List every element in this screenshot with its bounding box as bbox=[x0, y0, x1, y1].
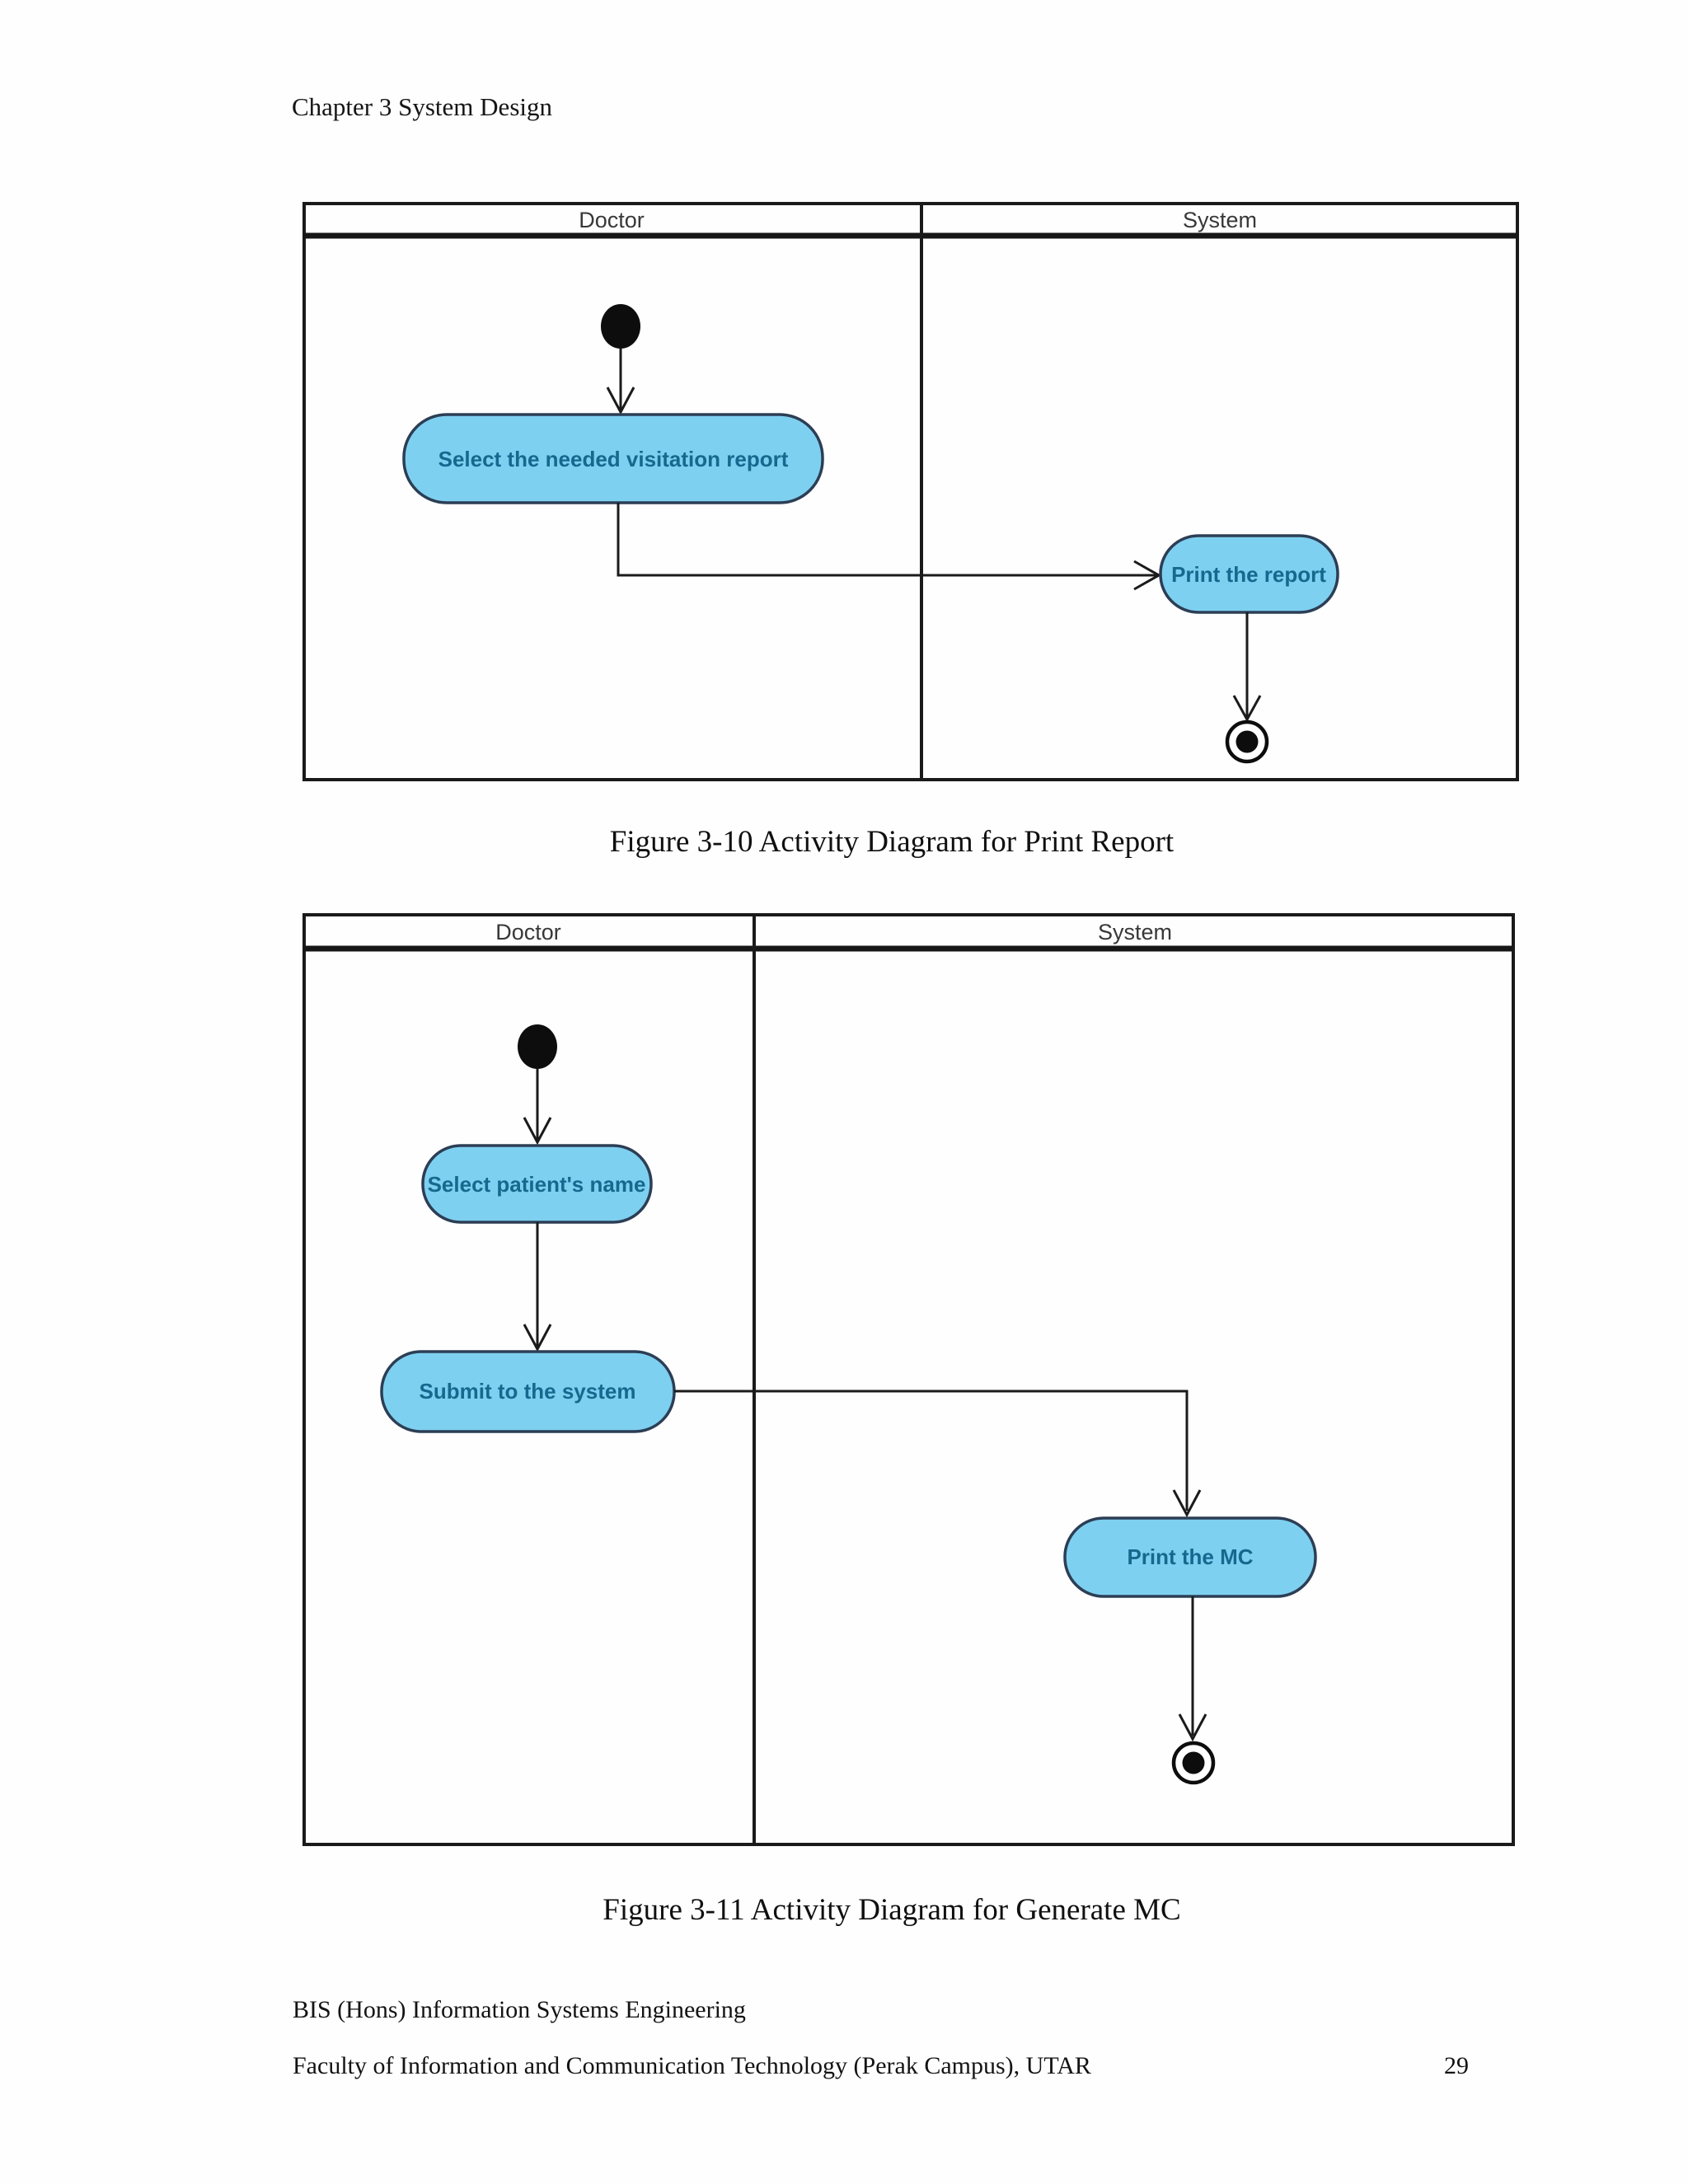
arrowhead-down-icon bbox=[523, 1324, 552, 1352]
chapter-header: Chapter 3 System Design bbox=[292, 92, 552, 121]
figure-3-10-caption: Figure 3-10 Activity Diagram for Print R… bbox=[609, 825, 1175, 859]
initial-node bbox=[518, 1024, 557, 1069]
activity-select-report bbox=[402, 413, 824, 504]
lane-title-system: System bbox=[1098, 920, 1172, 944]
flow-select-to-print bbox=[617, 503, 1157, 577]
final-node-core bbox=[1182, 1751, 1205, 1774]
activity-select-patient-label: Select patient's name bbox=[428, 1172, 646, 1197]
flow-submit-to-printmc bbox=[674, 1390, 1189, 1511]
activity-select-report-label: Select the needed visitation report bbox=[438, 447, 789, 471]
activity-diagram-print-report: Doctor System Select the needed visitati… bbox=[302, 202, 1519, 781]
figure-3-11-caption: Figure 3-11 Activity Diagram for Generat… bbox=[603, 1893, 1181, 1927]
footer-faculty: Faculty of Information and Communication… bbox=[293, 2052, 1091, 2079]
footer-programme: BIS (Hons) Information Systems Engineeri… bbox=[293, 1996, 746, 2023]
activity-submit-system-label: Submit to the system bbox=[420, 1379, 636, 1404]
page-number: 29 bbox=[1444, 2052, 1469, 2079]
activity-print-report bbox=[1159, 534, 1339, 614]
final-node-core bbox=[1236, 730, 1259, 753]
arrowhead-down-icon bbox=[1172, 1489, 1202, 1518]
lane-title-system: System bbox=[1183, 208, 1257, 232]
activity-print-report-label: Print the report bbox=[1171, 562, 1326, 587]
lane-title-doctor: Doctor bbox=[579, 208, 645, 232]
arrowhead-down-icon bbox=[606, 387, 635, 415]
activity-print-mc bbox=[1063, 1516, 1317, 1598]
arrowhead-down-icon bbox=[1178, 1713, 1207, 1742]
arrowhead-down-icon bbox=[523, 1117, 552, 1146]
activity-diagram-generate-mc: Doctor System Select patient's name Subm… bbox=[302, 913, 1515, 1846]
lane-title-doctor: Doctor bbox=[495, 920, 561, 944]
initial-node bbox=[601, 304, 640, 349]
activity-print-mc-label: Print the MC bbox=[1127, 1544, 1253, 1569]
arrowhead-right-icon bbox=[1133, 560, 1162, 591]
arrowhead-down-icon bbox=[1232, 695, 1262, 723]
